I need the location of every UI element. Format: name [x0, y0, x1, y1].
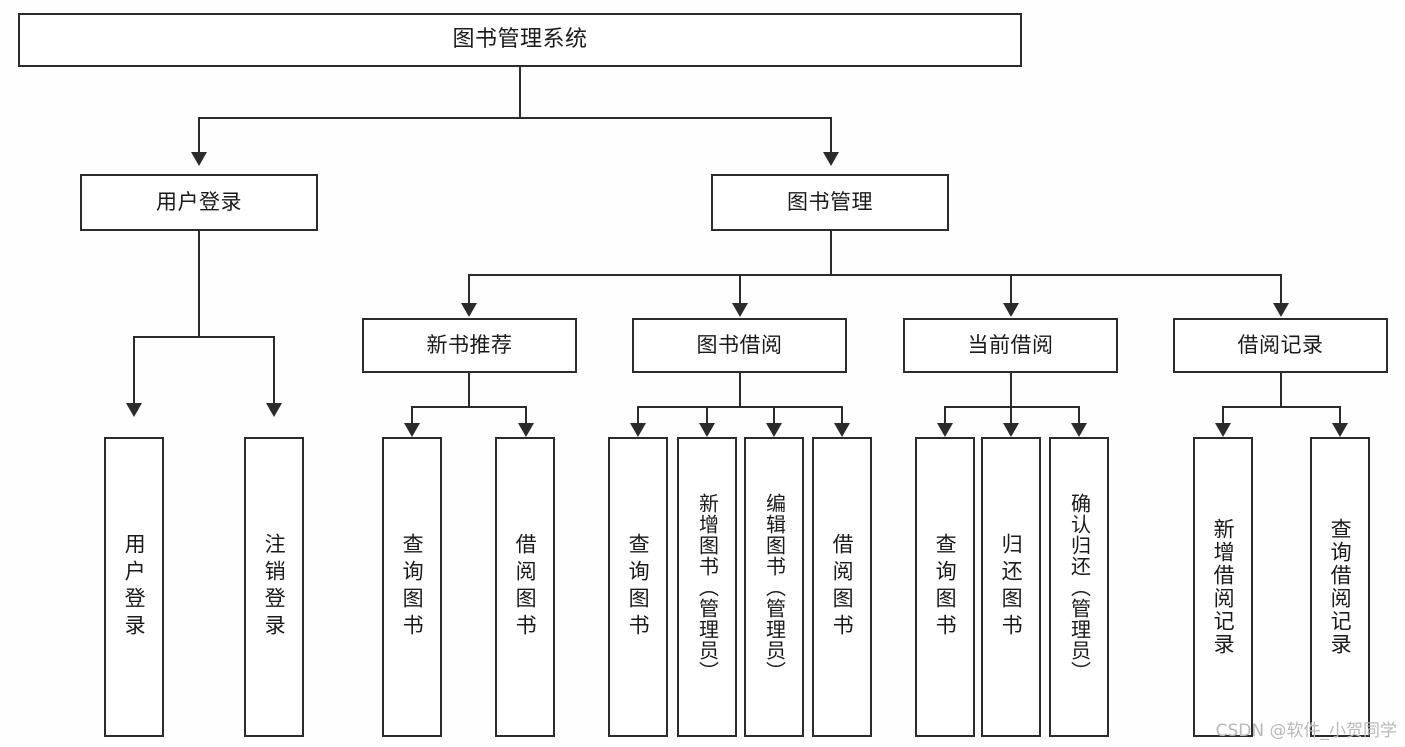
edge-current-to-leaf-1 — [944, 406, 946, 424]
node-label: 查询借阅记录 — [1328, 518, 1353, 656]
arrow-root-to-book-manage — [823, 152, 839, 166]
node-book-borrow[interactable]: 图书借阅 — [632, 318, 847, 373]
node-new-book-recommend[interactable]: 新书推荐 — [362, 318, 577, 373]
edge-book-manage-to-borrow — [739, 274, 741, 304]
edge-borrow-to-leaf-3 — [773, 406, 775, 424]
node-label: 新书推荐 — [426, 333, 513, 358]
edge-user-login-bar — [133, 336, 275, 338]
leaf-add-borrow-record[interactable]: 新增借阅记录 — [1193, 437, 1253, 737]
node-label: 借阅图书 — [830, 533, 855, 641]
leaf-query-book-borrow[interactable]: 查询图书 — [608, 437, 668, 737]
node-label: 查询图书 — [400, 533, 425, 641]
edge-book-manage-to-recommend — [468, 274, 470, 304]
node-label: 图书管理 — [787, 190, 873, 215]
edge-record-bar — [1222, 406, 1340, 408]
edge-book-manage-bar — [468, 274, 1282, 276]
node-label: 图书管理系统 — [452, 27, 588, 53]
node-root-system[interactable]: 图书管理系统 — [18, 13, 1022, 67]
edge-book-manage-to-current — [1010, 274, 1012, 304]
leaf-edit-book[interactable]: 编辑图书（管理员） — [744, 437, 804, 737]
arrow-borrow-to-leaf-3 — [766, 423, 782, 437]
node-label: 查询图书 — [933, 533, 958, 641]
node-label: 归还图书 — [999, 533, 1024, 641]
node-borrow-record[interactable]: 借阅记录 — [1173, 318, 1388, 373]
arrow-borrow-to-leaf-2 — [699, 423, 715, 437]
edge-recommend-bar — [411, 406, 527, 408]
edge-root-to-user-login — [198, 117, 200, 153]
node-label: 用户登录 — [122, 533, 147, 641]
arrow-record-to-leaf-2 — [1332, 423, 1348, 437]
arrow-book-manage-to-recommend — [461, 303, 477, 317]
node-label: 编辑图书（管理员） — [762, 492, 787, 682]
leaf-user-login[interactable]: 用户登录 — [104, 437, 164, 737]
arrow-user-login-to-leaf-1 — [126, 403, 142, 417]
arrow-recommend-to-leaf-1 — [404, 423, 420, 437]
leaf-borrow-book-recommend[interactable]: 借阅图书 — [495, 437, 555, 737]
arrow-current-to-leaf-3 — [1071, 423, 1087, 437]
arrow-current-to-leaf-2 — [1003, 423, 1019, 437]
node-current-borrow[interactable]: 当前借阅 — [903, 318, 1118, 373]
node-label: 图书借阅 — [696, 333, 783, 358]
edge-user-login-to-leaf-2 — [273, 336, 275, 404]
node-label: 借阅图书 — [513, 533, 538, 641]
arrow-recommend-to-leaf-2 — [518, 423, 534, 437]
leaf-query-borrow-record[interactable]: 查询借阅记录 — [1310, 437, 1370, 737]
leaf-add-book[interactable]: 新增图书（管理员） — [677, 437, 737, 737]
edge-record-stem — [1280, 373, 1282, 407]
edge-borrow-to-leaf-2 — [706, 406, 708, 424]
arrow-user-login-to-leaf-2 — [266, 403, 282, 417]
arrow-book-manage-to-record — [1273, 303, 1289, 317]
leaf-return-book[interactable]: 归还图书 — [981, 437, 1041, 737]
edge-book-manage-to-record — [1280, 274, 1282, 304]
arrow-borrow-to-leaf-1 — [630, 423, 646, 437]
node-label: 借阅记录 — [1237, 333, 1324, 358]
edge-recommend-to-leaf-2 — [525, 406, 527, 424]
leaf-borrow-book[interactable]: 借阅图书 — [812, 437, 872, 737]
edge-recommend-to-leaf-1 — [411, 406, 413, 424]
arrow-current-to-leaf-1 — [937, 423, 953, 437]
node-label: 当前借阅 — [967, 333, 1054, 358]
edge-current-to-leaf-3 — [1078, 406, 1080, 424]
arrow-book-manage-to-current — [1003, 303, 1019, 317]
edge-record-to-leaf-2 — [1339, 406, 1341, 424]
arrow-record-to-leaf-1 — [1215, 423, 1231, 437]
leaf-logout[interactable]: 注销登录 — [244, 437, 304, 737]
edge-current-stem — [1010, 373, 1012, 407]
edge-record-to-leaf-1 — [1222, 406, 1224, 424]
edge-user-login-stem — [198, 231, 200, 337]
edge-root-bar — [198, 117, 832, 119]
edge-recommend-stem — [468, 373, 470, 407]
node-label: 新增图书（管理员） — [695, 492, 720, 682]
node-label: 注销登录 — [262, 533, 287, 641]
arrow-root-to-user-login — [191, 152, 207, 166]
node-user-login[interactable]: 用户登录 — [80, 174, 318, 231]
node-label: 新增借阅记录 — [1211, 518, 1236, 656]
edge-book-manage-stem — [830, 231, 832, 275]
edge-borrow-stem — [739, 373, 741, 407]
arrow-borrow-to-leaf-4 — [834, 423, 850, 437]
edge-root-stem — [519, 67, 521, 117]
node-label: 查询图书 — [626, 533, 651, 641]
leaf-query-book-current[interactable]: 查询图书 — [915, 437, 975, 737]
edge-borrow-to-leaf-4 — [841, 406, 843, 424]
edge-borrow-bar — [637, 406, 842, 408]
arrow-book-manage-to-borrow — [732, 303, 748, 317]
node-label: 确认归还（管理员） — [1067, 492, 1092, 682]
edge-current-to-leaf-2 — [1010, 406, 1012, 424]
leaf-query-book-recommend[interactable]: 查询图书 — [382, 437, 442, 737]
edge-root-to-book-manage — [830, 117, 832, 153]
edge-user-login-to-leaf-1 — [133, 336, 135, 404]
node-book-manage[interactable]: 图书管理 — [711, 174, 949, 231]
node-label: 用户登录 — [156, 190, 242, 215]
edge-borrow-to-leaf-1 — [637, 406, 639, 424]
leaf-confirm-return[interactable]: 确认归还（管理员） — [1049, 437, 1109, 737]
